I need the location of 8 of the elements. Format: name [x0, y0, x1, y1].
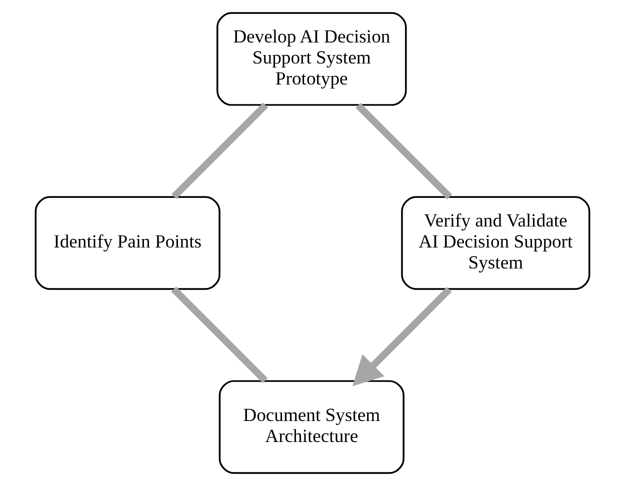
node-box: Verify and Validate AI Decision Support System	[401, 196, 590, 290]
connector	[171, 286, 268, 384]
arrow	[352, 286, 452, 386]
node-box: Document System Architecture	[218, 380, 404, 474]
connector	[172, 102, 268, 200]
node-box: Identify Pain Points	[34, 196, 220, 290]
connector	[356, 102, 452, 200]
node-box: Develop AI Decision Support System Prototype	[216, 12, 407, 106]
